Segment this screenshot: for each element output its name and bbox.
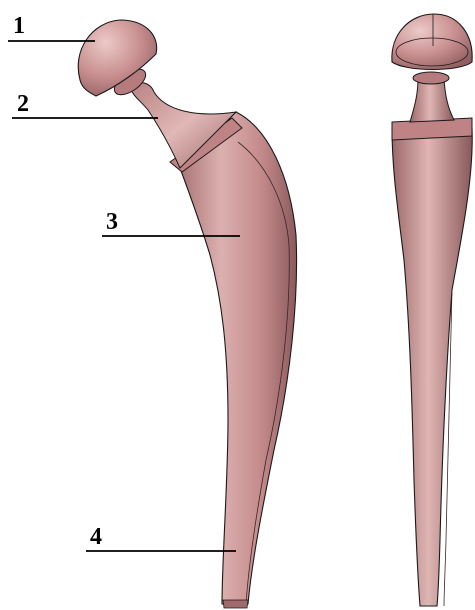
label-2: 2 — [17, 92, 29, 116]
implant-front-view — [78, 20, 296, 608]
label-1: 1 — [13, 14, 25, 38]
side-stem — [392, 128, 472, 606]
side-neck-ring — [413, 72, 449, 84]
femoral-stem — [180, 112, 297, 604]
side-neck — [410, 78, 454, 122]
stem-tip — [223, 600, 248, 608]
label-4: 4 — [90, 525, 102, 549]
implant-side-view — [392, 14, 472, 606]
label-3: 3 — [106, 210, 118, 234]
